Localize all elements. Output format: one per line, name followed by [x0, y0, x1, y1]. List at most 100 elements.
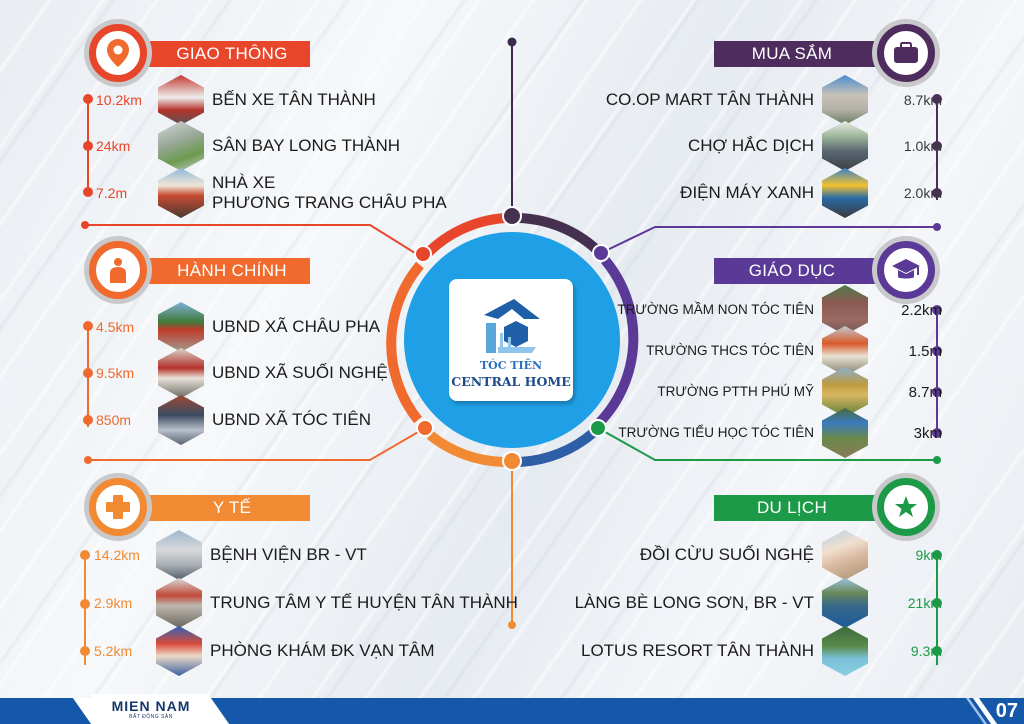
- distance: 1.5m: [908, 342, 942, 360]
- school-photo: [822, 408, 868, 458]
- office-photo: [158, 395, 204, 445]
- list-item: 2.2km TRƯỜNG MẦM NON TÓC TIÊN: [617, 285, 942, 335]
- place-name-line1: NHÀ XE: [212, 173, 276, 192]
- list-item: 850m UBND XÃ TÓC TIÊN: [96, 395, 372, 445]
- section-title-tourism: DU LỊCH: [714, 495, 884, 521]
- clinic-photo: [156, 626, 202, 676]
- distance: 10.2km: [96, 92, 142, 108]
- logo-line2: CENTRAL HOME: [451, 374, 571, 389]
- place-name: TRUNG TÂM Y TẾ HUYỆN TÂN THÀNH: [210, 593, 518, 612]
- supermarket-photo: [822, 75, 868, 125]
- distance: 8.7km: [903, 92, 942, 108]
- place-name: TRƯỜNG PTTH PHÚ MỸ: [657, 384, 814, 399]
- list-item: 21km LÀNG BÈ LONG SƠN, BR - VT: [574, 578, 942, 628]
- place-name: BẾN XE TÂN THÀNH: [212, 90, 376, 109]
- section-title-admin: HÀNH CHÍNH: [140, 258, 310, 284]
- section-title-health: Y TẾ: [140, 495, 310, 521]
- medical-cross-icon: [106, 495, 130, 519]
- logo-line1: TÓC TIÊN: [479, 359, 543, 372]
- list-item: 7.2m NHÀ XE PHƯƠNG TRANG CHÂU PHA: [96, 168, 447, 218]
- place-name: SÂN BAY LONG THÀNH: [212, 136, 400, 155]
- distance: 9.3m: [910, 643, 942, 659]
- place-name: CHỢ HẮC DỊCH: [687, 136, 814, 155]
- footer-bar: MIEN NAM BẤT ĐỘNG SẢN 07: [0, 694, 1024, 724]
- list-item: 9.5km UBND XÃ SUỐI NGHỆ: [96, 348, 388, 398]
- place-name: ĐIỆN MÁY XANH: [680, 183, 814, 202]
- list-item: 2.0km ĐIỆN MÁY XANH: [680, 168, 942, 218]
- brand-name: MIEN NAM: [111, 698, 191, 714]
- list-item: 8.7m TRƯỜNG PTTH PHÚ MỸ: [657, 367, 942, 417]
- distance: 8.7m: [908, 383, 942, 401]
- house-logo-icon: [484, 299, 540, 353]
- place-name: TRƯỜNG TIỂU HỌC TÓC TIÊN: [618, 425, 814, 440]
- distance: 3km: [913, 424, 942, 442]
- section-header-admin: HÀNH CHÍNH: [84, 236, 324, 304]
- brand-subtitle: BẤT ĐỘNG SẢN: [129, 714, 173, 720]
- bus-company-photo: [158, 168, 204, 218]
- distance: 5.2km: [94, 643, 133, 659]
- section-header-shopping: MUA SẮM: [700, 19, 940, 87]
- list-item: 2.9km TRUNG TÂM Y TẾ HUYỆN TÂN THÀNH: [94, 578, 518, 628]
- floating-village-photo: [822, 578, 868, 628]
- health-center-photo: [156, 578, 202, 628]
- place-name: TRƯỜNG MẦM NON TÓC TIÊN: [617, 302, 814, 317]
- office-photo: [158, 302, 204, 352]
- place-name: BỆNH VIỆN BR - VT: [210, 545, 367, 564]
- map-pin-icon: [107, 39, 129, 67]
- market-photo: [822, 121, 868, 171]
- distance: 2.2km: [901, 301, 942, 319]
- electronics-store-photo: [822, 168, 868, 218]
- list-item: 24km SÂN BAY LONG THÀNH: [96, 121, 400, 171]
- office-photo: [158, 348, 204, 398]
- list-item: 9km ĐỒI CỪU SUỐI NGHỆ: [639, 530, 942, 580]
- place-name: LÀNG BÈ LONG SƠN, BR - VT: [574, 593, 814, 612]
- place-name: UBND XÃ SUỐI NGHỆ: [212, 363, 388, 382]
- hospital-photo: [156, 530, 202, 580]
- resort-photo: [822, 626, 868, 676]
- section-title-shopping: MUA SẮM: [714, 41, 884, 67]
- distance: 850m: [96, 412, 132, 428]
- distance: 14.2km: [94, 547, 140, 563]
- section-header-tourism: DU LỊCH: [700, 473, 940, 541]
- distance: 24km: [96, 138, 131, 154]
- distance: 2.9km: [94, 595, 133, 611]
- section-title-transport: GIAO THÔNG: [140, 41, 310, 67]
- person-icon: [110, 258, 126, 283]
- place-name: ĐỒI CỪU SUỐI NGHỆ: [639, 545, 814, 564]
- distance: 4.5km: [96, 319, 135, 335]
- sheep-hill-photo: [822, 530, 868, 580]
- project-logo: TÓC TIÊN CENTRAL HOME: [449, 279, 573, 401]
- list-item: 1.5m TRƯỜNG THCS TÓC TIÊN: [646, 326, 942, 376]
- star-icon: [895, 496, 917, 517]
- graduation-cap-icon: [892, 259, 920, 279]
- list-item: 4.5km UBND XÃ CHÂU PHA: [96, 302, 381, 352]
- place-name: CO.OP MART TÂN THÀNH: [605, 90, 814, 109]
- list-item: 10.2km BẾN XE TÂN THÀNH: [96, 75, 376, 125]
- airport-photo: [158, 121, 204, 171]
- list-item: 1.0km CHỢ HẮC DỊCH: [687, 121, 942, 171]
- list-item: 5.2km PHÒNG KHÁM ĐK VẠN TÂM: [94, 626, 435, 676]
- list-item: 14.2km BỆNH VIỆN BR - VT: [94, 530, 367, 580]
- briefcase-icon: [894, 42, 918, 63]
- distance: 9km: [915, 547, 942, 563]
- distance: 2.0km: [903, 185, 942, 201]
- list-item: 8.7km CO.OP MART TÂN THÀNH: [605, 75, 942, 125]
- section-title-education: GIÁO DỤC: [714, 258, 884, 284]
- page-number: 07: [995, 700, 1018, 722]
- place-name: UBND XÃ TÓC TIÊN: [212, 410, 372, 429]
- brand-logo: MIEN NAM BẤT ĐỘNG SẢN: [92, 694, 210, 724]
- bus-station-photo: [158, 75, 204, 125]
- list-item: 9.3m LOTUS RESORT TÂN THÀNH: [580, 626, 942, 676]
- section-header-health: Y TẾ: [84, 473, 324, 541]
- place-name: LOTUS RESORT TÂN THÀNH: [580, 641, 814, 660]
- place-name: TRƯỜNG THCS TÓC TIÊN: [646, 343, 814, 358]
- place-name: UBND XÃ CHÂU PHA: [212, 317, 381, 336]
- section-header-transport: GIAO THÔNG: [84, 19, 324, 87]
- list-item: 3km TRƯỜNG TIỂU HỌC TÓC TIÊN: [618, 408, 942, 458]
- section-header-education: GIÁO DỤC: [700, 236, 940, 304]
- distance: 21km: [907, 595, 942, 611]
- place-name: PHÒNG KHÁM ĐK VẠN TÂM: [210, 641, 435, 660]
- distance: 9.5km: [96, 365, 135, 381]
- distance: 7.2m: [96, 185, 128, 201]
- distance: 1.0km: [903, 138, 942, 154]
